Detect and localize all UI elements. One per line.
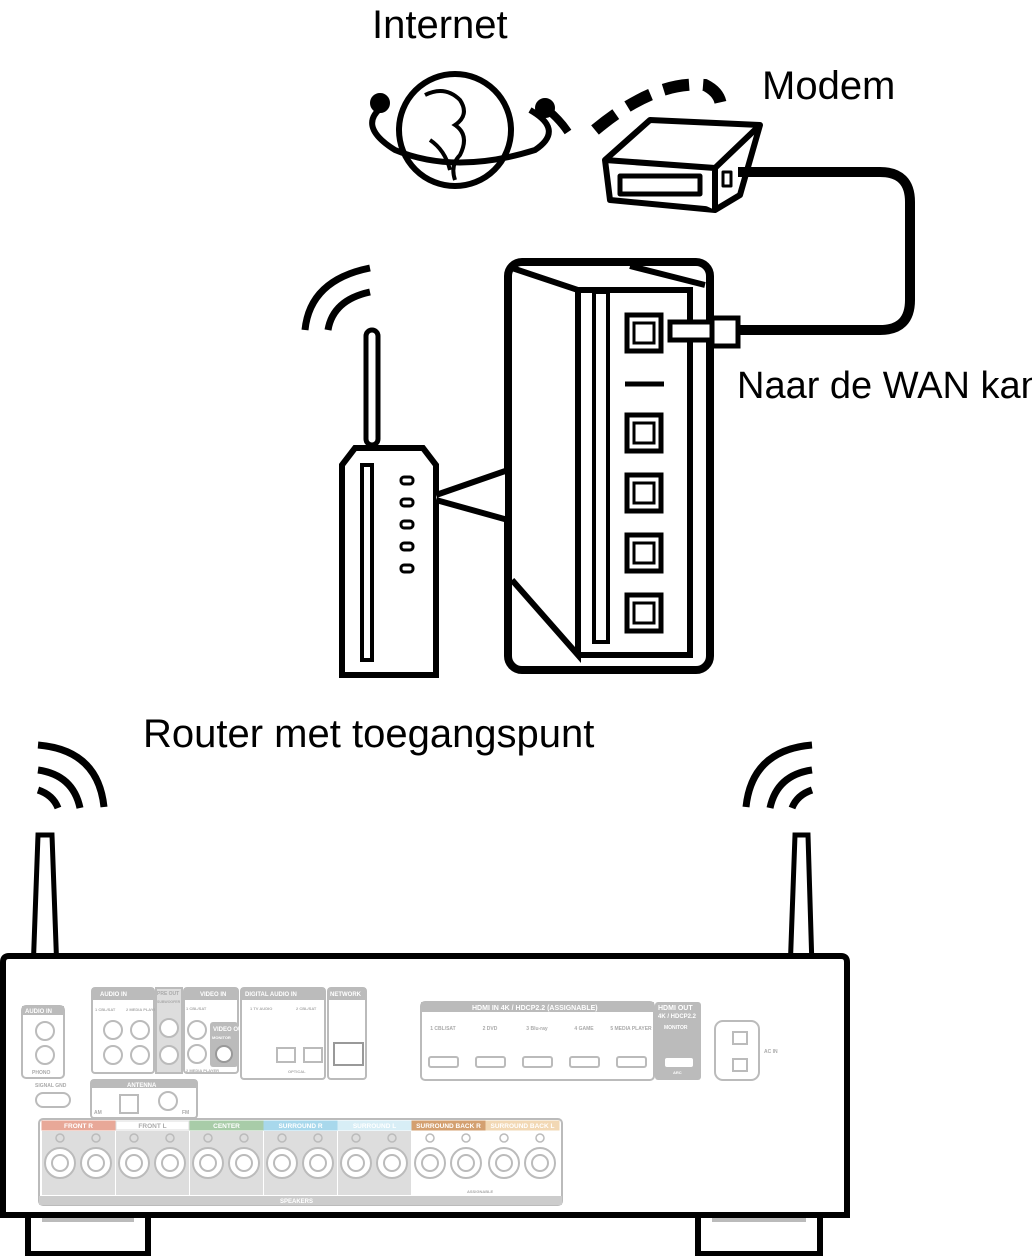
wireless-internet-link (591, 78, 727, 135)
speaker-terminal-pair: FRONT L (115, 1120, 190, 1195)
hdmi-monitor-label: MONITOR (664, 1025, 688, 1031)
speaker-channel-label: SURROUND BACK R (416, 1123, 481, 1130)
lan-port (624, 472, 664, 514)
optical-label: OPTICAL (288, 1069, 306, 1074)
digital-audio-in-label: DIGITAL AUDIO IN (245, 992, 297, 998)
video-out-label: VIDEO OUT (213, 1027, 246, 1033)
ac-in-label: AC IN (764, 1049, 778, 1055)
internet-label: Internet (372, 3, 508, 47)
subwoofer-label: SUBWOOFER (157, 1000, 181, 1004)
hdmi-input-port (475, 1056, 506, 1068)
hdmi-out-port (665, 1058, 693, 1067)
wifi-signal-icon (36, 741, 814, 810)
hdmi-input-port (616, 1056, 647, 1068)
speaker-terminal-pair: SURROUND R (263, 1120, 338, 1195)
hdmi-out-label: HDMI OUT (658, 1005, 693, 1012)
router-icon (339, 327, 511, 678)
audio-in-2-label: 2 MEDIA PLAYER (126, 1007, 159, 1012)
lan-port (624, 592, 664, 634)
speaker-terminal-pair: CENTER (189, 1120, 264, 1195)
hdmi-in-label: HDMI IN 4K / HDCP2.2 (ASSIGNABLE) (472, 1005, 598, 1012)
speaker-terminal-pair: SURROUND BACK R (411, 1120, 486, 1179)
am-label: AM (94, 1110, 102, 1116)
modem-label: Modem (762, 64, 895, 108)
assignable-label: ASSIGNABLE (467, 1189, 494, 1194)
speaker-channel-label: SURROUND R (278, 1123, 322, 1130)
hdmi-input-port (569, 1056, 600, 1068)
phono-label: PHONO (32, 1070, 50, 1076)
hdmi-input-label: 1 CBL/SAT (430, 1026, 455, 1032)
hdmi-out-spec-label: 4K / HDCP2.2 (658, 1014, 697, 1020)
audio-in-label: AUDIO IN (25, 1009, 52, 1015)
speaker-terminal-pair: SURROUND BACK L (485, 1120, 560, 1179)
hdmi-input-port (522, 1056, 553, 1068)
lan-port (624, 532, 664, 574)
network-port (333, 1042, 364, 1066)
speaker-channel-label: SURROUND BACK L (491, 1123, 555, 1130)
modem-icon (602, 117, 763, 213)
ethernet-plug (667, 315, 741, 349)
fm-label: FM (182, 1110, 189, 1116)
speaker-terminals: FRONT R FRONT L CENTER SURROUND R SURROUND L… (41, 1120, 560, 1195)
hdmi-input-label: 5 MEDIA PLAYER (610, 1026, 652, 1032)
hdmi-input-label: 3 Blu-ray (526, 1026, 548, 1032)
hdmi-input-label: 4 GAME (574, 1026, 594, 1032)
speaker-channel-label: SURROUND L (353, 1123, 396, 1130)
globe-icon (369, 71, 572, 189)
wan-port (624, 312, 664, 354)
receiver-rear-panel: AUDIO IN PHONO SIGNAL GND AUDIO IN 1 CBL… (21, 987, 778, 1206)
video-in-2-label: 2 MEDIA PLAYER (186, 1068, 219, 1073)
router-label: Router met toegangspunt (143, 712, 594, 756)
digital-2-label: 2 CBL/SAT (296, 1006, 317, 1011)
speaker-channel-label: FRONT L (138, 1123, 166, 1130)
digital-1-label: 1 TV AUDIO (250, 1006, 272, 1011)
video-monitor-label: MONITOR (212, 1035, 231, 1040)
speaker-channel-label: CENTER (213, 1123, 240, 1130)
speaker-channel-label: FRONT R (64, 1123, 93, 1130)
antenna-label: ANTENNA (127, 1083, 157, 1089)
speaker-terminal-pair: FRONT R (41, 1120, 116, 1195)
wifi-signal-icon (301, 264, 371, 331)
router-lan-ports (624, 312, 664, 634)
lan-port (624, 412, 664, 454)
network-label: NETWORK (330, 992, 362, 998)
signal-gnd-label: SIGNAL GND (35, 1083, 67, 1089)
hdmi-inputs: 1 CBL/SAT 2 DVD 3 Blu-ray 4 GAME 5 MEDIA PLA… (428, 1026, 652, 1068)
speaker-terminal-pair: SURROUND L (337, 1120, 412, 1195)
video-in-label: VIDEO IN (200, 992, 226, 998)
arc-label: ARC (673, 1070, 682, 1075)
audio-in-assignable-label: AUDIO IN (100, 992, 127, 998)
speakers-label: SPEAKERS (280, 1199, 313, 1205)
audio-in-1-label: 1 CBL/SAT (95, 1007, 116, 1012)
hdmi-input-port (428, 1056, 459, 1068)
hdmi-input-label: 2 DVD (483, 1026, 498, 1032)
ethernet-cable (736, 167, 915, 335)
video-in-1-label: 1 CBL/SAT (186, 1006, 207, 1011)
pre-out-label: PRE OUT (157, 991, 179, 997)
wan-label: Naar de WAN kant (737, 365, 1032, 407)
